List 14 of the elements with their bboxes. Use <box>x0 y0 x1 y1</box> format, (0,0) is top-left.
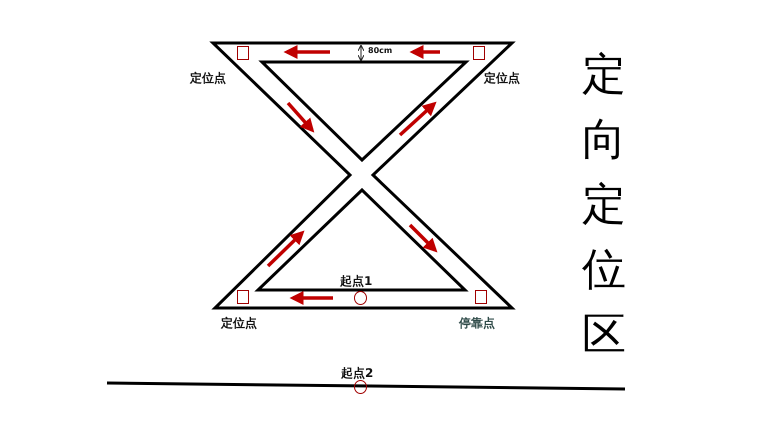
point-label: 起点1 <box>340 275 372 287</box>
point-label: 起点2 <box>341 367 374 379</box>
marker-square <box>236 290 248 304</box>
point-label: 停靠点 <box>459 317 495 329</box>
point-label: 定位点 <box>484 72 520 84</box>
start-circle <box>354 380 367 394</box>
dimension-label: 80cm <box>368 47 392 55</box>
point-label: 定位点 <box>221 317 257 329</box>
start-circle <box>354 290 367 304</box>
marker-square <box>472 46 484 60</box>
area-title: 定向定位区 <box>582 48 627 362</box>
marker-square <box>474 290 486 304</box>
marker-square <box>236 46 248 60</box>
point-label: 定位点 <box>190 72 226 84</box>
